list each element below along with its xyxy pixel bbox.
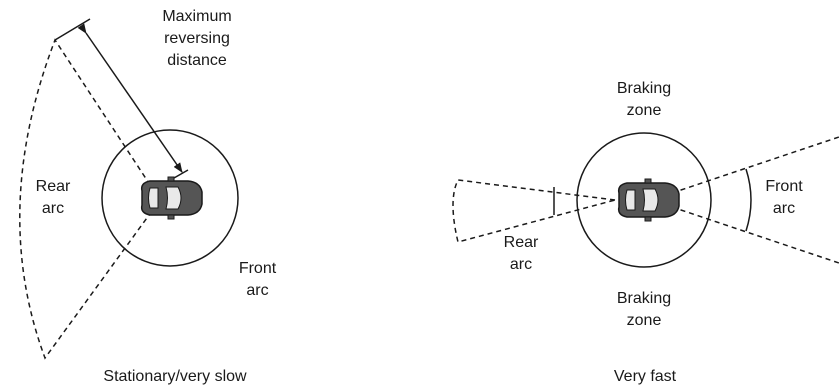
braking-zone-top-line-2: zone: [626, 102, 662, 119]
reversing-distance-arrow: [77, 23, 183, 173]
max-reversing-distance-label: Maximum reversing distance: [142, 6, 252, 72]
left-rear-arc-boundary: [19, 38, 161, 360]
braking-zone-bottom-label: Braking zone: [604, 288, 684, 332]
left-car-icon: [140, 176, 203, 220]
right-rear-arc-line-1: Rear: [503, 234, 539, 251]
right-rear-arc-line-2: arc: [509, 256, 533, 273]
reversing-distance-tick-far: [54, 18, 91, 41]
max-reversing-line-2: reversing: [164, 30, 230, 47]
left-panel-graphics: [19, 18, 239, 360]
right-panel-title: Very fast: [613, 368, 677, 385]
right-rear-arc-label: Rear arc: [496, 232, 546, 276]
right-front-arc-label: Front arc: [756, 176, 812, 220]
left-rear-arc-line-2: arc: [41, 200, 65, 217]
braking-zone-top-label: Braking zone: [604, 78, 684, 122]
right-car-icon: [617, 178, 680, 222]
right-rear-arc-boundary: [452, 179, 616, 243]
right-panel-graphics: [452, 132, 839, 268]
left-rear-arc-line-1: Rear: [35, 178, 71, 195]
left-front-arc-line-1: Front: [238, 260, 277, 277]
reversing-distance-tick-near: [173, 169, 189, 179]
braking-zone-bottom-line-1: Braking: [616, 290, 672, 307]
right-front-arc-upper: [671, 136, 839, 194]
left-panel-title: Stationary/very slow: [103, 368, 247, 385]
left-front-arc-label: Front arc: [230, 258, 285, 302]
right-front-arc-marker: [745, 168, 752, 232]
right-front-arc-line-1: Front: [765, 178, 803, 195]
braking-zone-circle: [576, 132, 712, 268]
max-reversing-line-1: Maximum: [162, 8, 232, 25]
right-front-arc-line-2: arc: [772, 200, 796, 217]
braking-zone-top-line-1: Braking: [616, 80, 672, 97]
braking-zone-bottom-line-2: zone: [626, 312, 662, 329]
left-front-arc-line-2: arc: [246, 282, 269, 299]
left-rear-arc-label: Rear arc: [28, 176, 78, 220]
right-front-arc-lower: [671, 206, 839, 264]
max-reversing-line-3: distance: [167, 52, 227, 69]
